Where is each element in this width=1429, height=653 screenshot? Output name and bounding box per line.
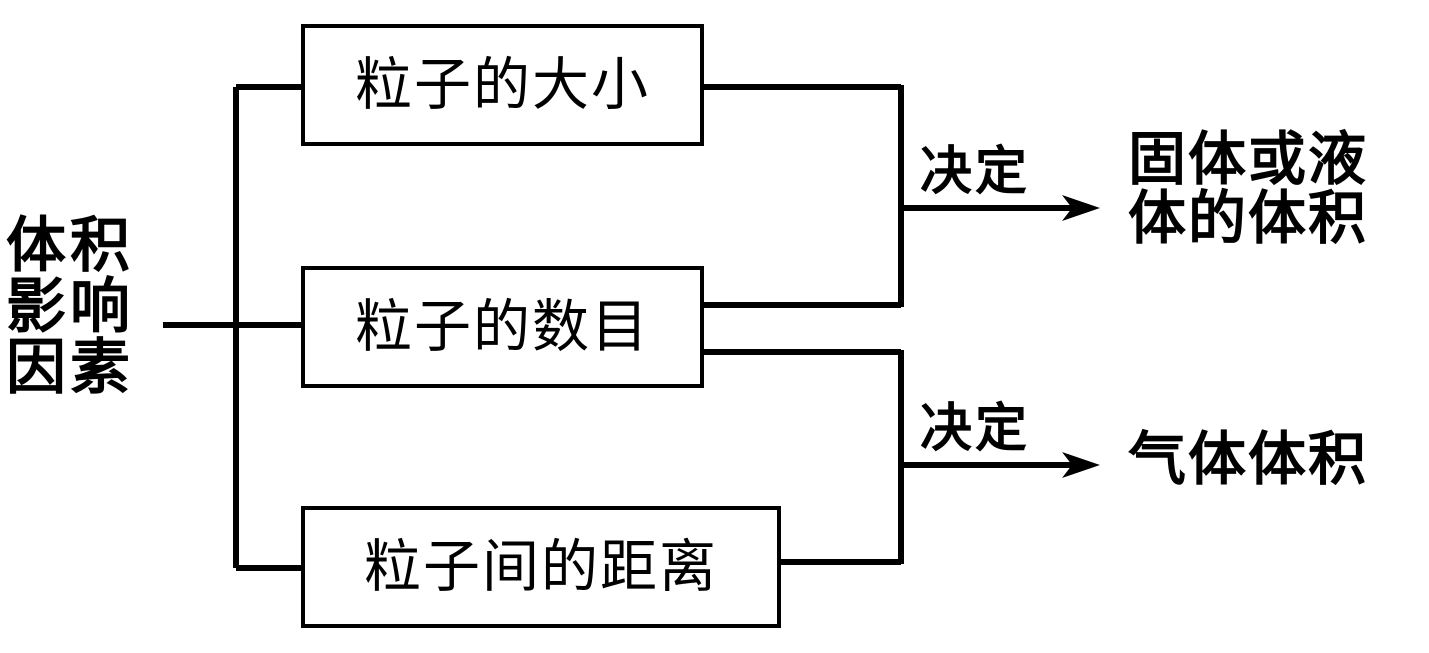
edge-label-determines-gas: 决定 xyxy=(920,398,1031,459)
factor-label-particle-count: 粒子的数目 xyxy=(355,293,650,360)
edge-label-determines-solid-liquid: 决定 xyxy=(920,141,1031,202)
arrow-head-gas xyxy=(1062,452,1100,478)
arrow-head-solid-liquid xyxy=(1062,195,1100,221)
factor-label-particle-size: 粒子的大小 xyxy=(355,51,650,118)
outcome-gas-volume: 气体体积 xyxy=(1128,425,1369,493)
root-label: 体积 影响 因素 xyxy=(6,211,134,404)
factor-box-particle-count[interactable]: 粒子的数目 xyxy=(301,266,704,388)
factor-box-particle-distance[interactable]: 粒子间的距离 xyxy=(301,506,781,628)
factor-label-particle-distance: 粒子间的距离 xyxy=(364,533,718,600)
outcome-solid-liquid-volume: 固体或液 体的体积 xyxy=(1128,125,1369,253)
factor-box-particle-size[interactable]: 粒子的大小 xyxy=(301,24,704,146)
